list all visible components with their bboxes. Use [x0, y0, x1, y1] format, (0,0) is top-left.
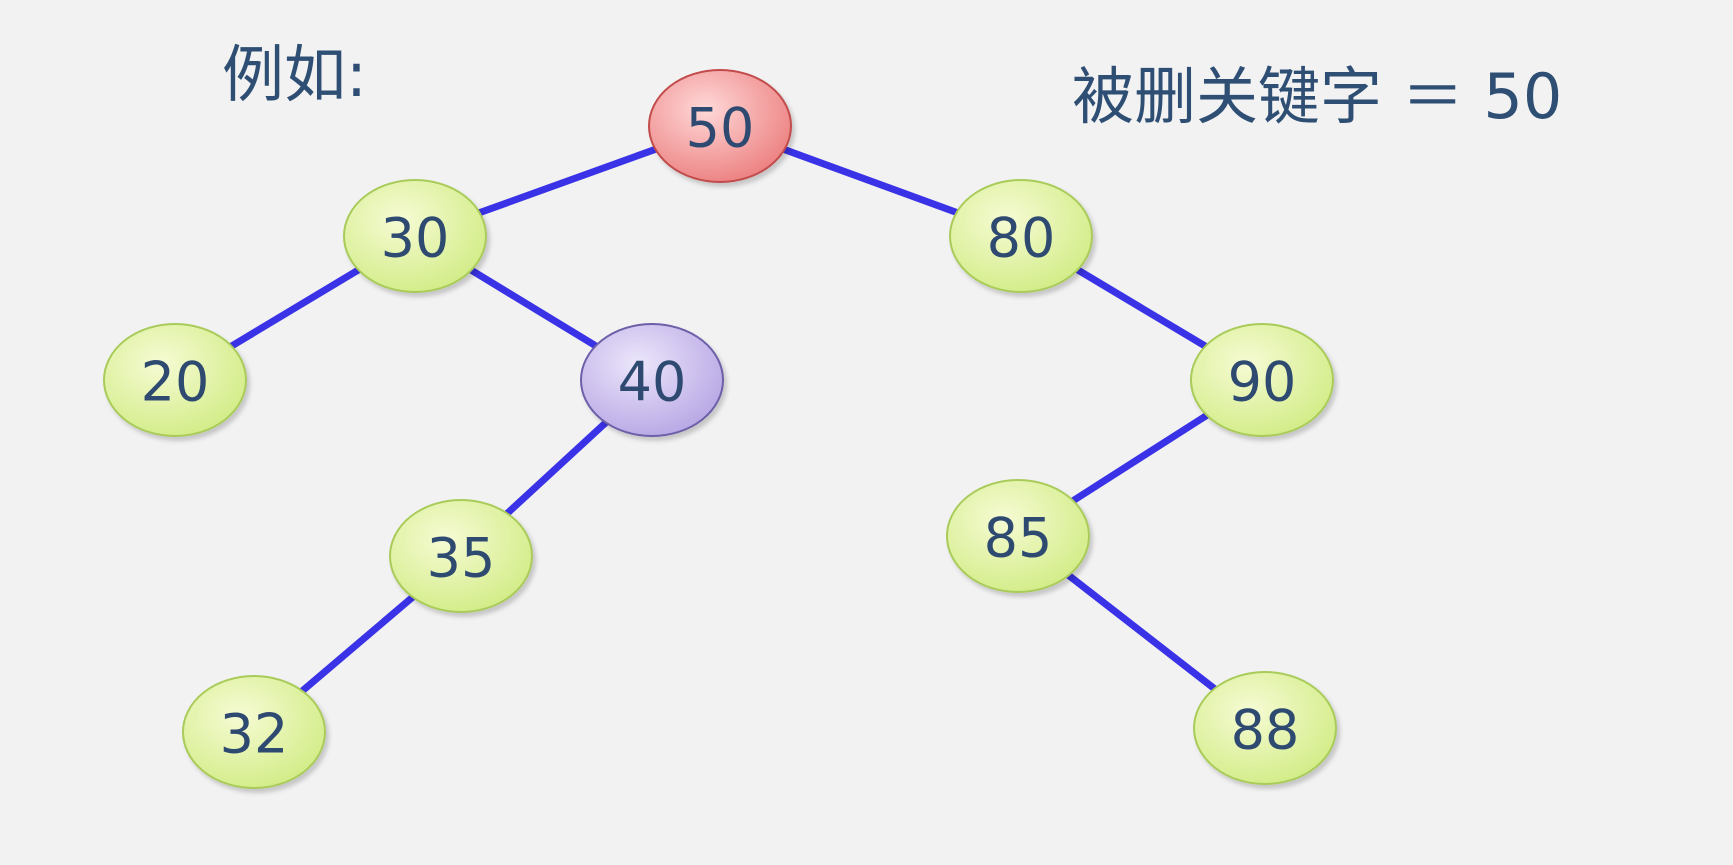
tree-node-40: 40 [580, 323, 724, 437]
tree-node-80: 80 [949, 179, 1093, 293]
node-ellipse-40 [580, 323, 724, 437]
node-ellipse-88 [1193, 671, 1337, 785]
node-label-32: 32 [220, 703, 289, 766]
edge-50-80 [783, 146, 958, 216]
tree-edges [229, 145, 1217, 694]
node-label-30: 30 [381, 207, 450, 270]
node-ellipse-32 [182, 675, 326, 789]
node-label-20: 20 [141, 351, 210, 414]
node-ellipse-30 [343, 179, 487, 293]
tree-node-20: 20 [103, 323, 247, 437]
tree-node-35: 35 [389, 499, 533, 613]
node-label-88: 88 [1231, 699, 1300, 762]
edge-50-30 [478, 145, 657, 217]
node-label-50: 50 [686, 97, 755, 160]
tree-node-85: 85 [946, 479, 1090, 593]
tree-nodes: 50 30 80 20 40 90 35 85 32 88 [103, 69, 1337, 789]
edge-30-40 [469, 267, 598, 349]
node-label-85: 85 [984, 507, 1053, 570]
tree-node-90: 90 [1190, 323, 1334, 437]
edge-85-88 [1066, 572, 1217, 692]
node-ellipse-80 [949, 179, 1093, 293]
node-label-80: 80 [987, 207, 1056, 270]
tree-node-32: 32 [182, 675, 326, 789]
edge-40-35 [504, 419, 609, 517]
tree-node-50: 50 [648, 69, 792, 183]
node-ellipse-50 [648, 69, 792, 183]
node-label-40: 40 [618, 351, 687, 414]
node-ellipse-85 [946, 479, 1090, 593]
node-label-90: 90 [1228, 351, 1297, 414]
edge-35-32 [300, 594, 415, 694]
tree-node-30: 30 [343, 179, 487, 293]
edge-90-85 [1071, 412, 1209, 504]
edge-80-90 [1075, 266, 1208, 350]
node-ellipse-20 [103, 323, 247, 437]
deleted-key-label: 被删关键字 ＝ 50 [1072, 60, 1563, 133]
node-ellipse-35 [389, 499, 533, 613]
node-ellipse-90 [1190, 323, 1334, 437]
tree-node-88: 88 [1193, 671, 1337, 785]
node-label-35: 35 [427, 527, 496, 590]
example-label: 例如: [222, 38, 367, 111]
edge-30-20 [229, 266, 361, 350]
